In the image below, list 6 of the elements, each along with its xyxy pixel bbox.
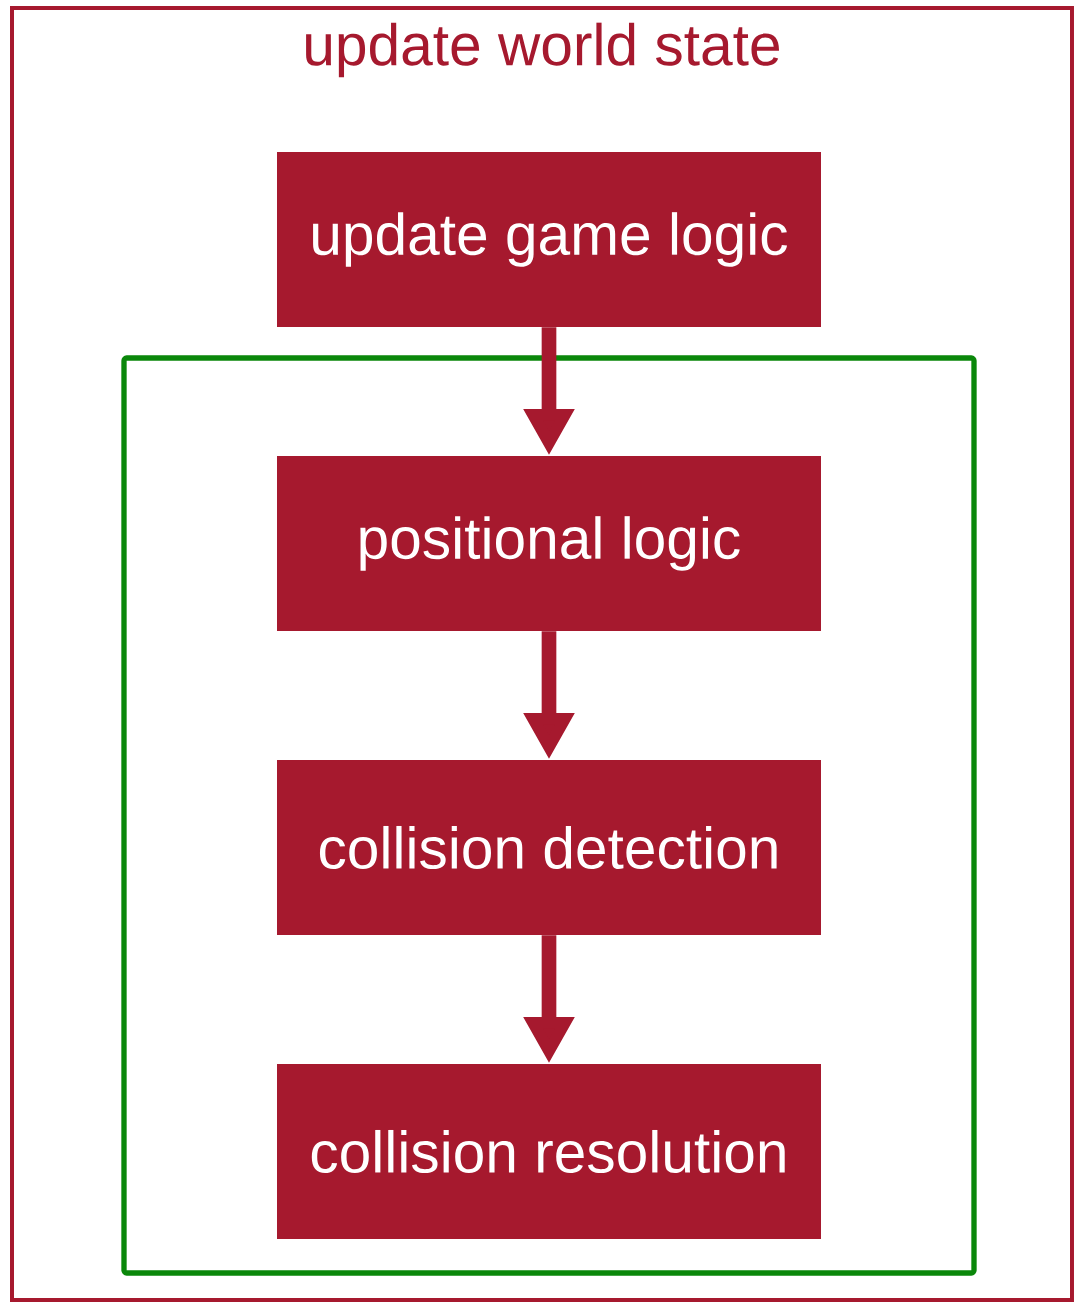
process-box: collision detection [277, 760, 821, 935]
process-box: update game logic [277, 152, 821, 327]
process-box: positional logic [277, 456, 821, 631]
frame-title: update world state [306, 22, 779, 78]
process-box: collision resolution [277, 1064, 821, 1239]
group-frame [121, 355, 977, 1276]
